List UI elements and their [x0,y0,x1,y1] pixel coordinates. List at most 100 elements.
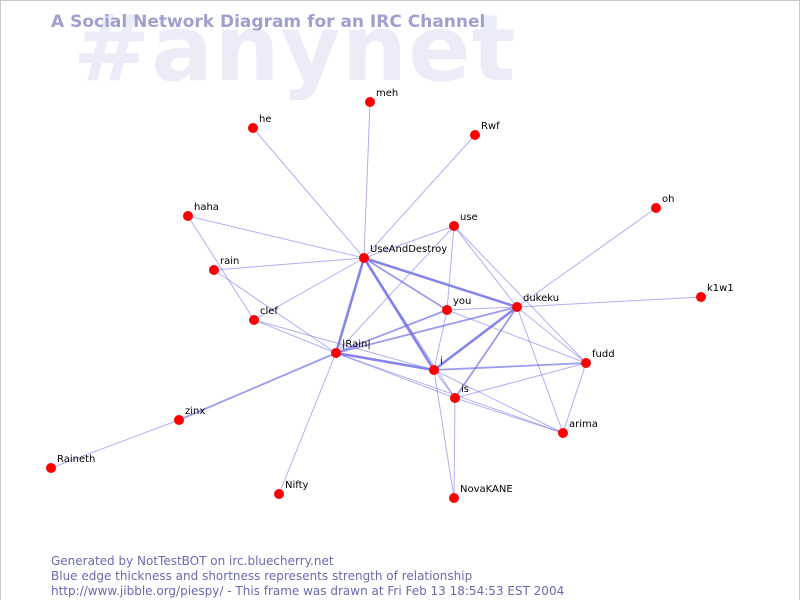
node-label: i [440,356,443,367]
node-is: is [450,384,469,403]
node-label: fudd [592,349,615,360]
node-meh: meh [365,88,398,107]
node-dot [248,123,258,133]
edge-meh-useanddestroy [363,101,371,259]
node-label: k1w1 [707,283,734,294]
node-dot [581,358,591,368]
node-dot [183,211,193,221]
node-zinx: zinx [174,406,205,425]
node-dot [696,292,706,302]
node-i: i [429,356,443,375]
node-label: oh [662,194,674,205]
node-k1w1: k1w1 [696,283,734,302]
node-you: you [442,296,471,315]
edge-you-fudd [446,309,587,364]
edge-dukeku-fudd [516,306,587,364]
node-dot [470,130,480,140]
node-dot [365,97,375,107]
node-label: meh [376,88,398,99]
node-dot [46,463,56,473]
node-raineth: Raineth [46,454,95,473]
node-nifty: Nifty [274,480,309,499]
footer-legend: Blue edge thickness and shortness repres… [51,569,473,583]
node-label: UseAndDestroy [370,244,447,255]
node-novakane: NovaKANE [449,484,513,503]
node-label: haha [194,202,219,213]
edge-you-i [433,309,448,371]
node-arima: arima [558,419,598,438]
node-dot [442,305,452,315]
edge-i-arima [433,369,564,434]
edge-clef-rain [253,319,337,354]
node-label: Nifty [285,480,309,491]
edge-you-dukeku [446,306,518,311]
node-rain: rain [209,256,239,275]
edge-rain-i [334,351,436,372]
edge-useanddestroy-rain [334,256,366,355]
node-dukeku: dukeku [512,293,559,312]
node-label: use [460,212,478,223]
edge-useanddestroy-dukeku [362,256,519,309]
node-label: NovaKANE [460,484,513,495]
footer: Generated by NotTestBOT on irc.bluecherr… [51,554,564,599]
footer-generated: Generated by NotTestBOT on irc.bluecherr… [51,554,334,568]
edge-rain-rain [213,269,337,354]
node-dot [450,393,460,403]
node-haha: haha [183,202,219,221]
node-dot [174,415,184,425]
node-label: Rwf [481,121,500,132]
node-dot [449,221,459,231]
edge-is-novakane [453,397,456,499]
node-label: rain [220,256,239,267]
node-dot [558,428,568,438]
node-dot [209,265,219,275]
edge-i-novakane [433,369,455,499]
node-dot [512,302,522,312]
edge-k1w1-dukeku [516,296,702,308]
node-clef: clef [249,306,278,325]
edge-he-useanddestroy [252,127,365,259]
channel-watermark: #anynet [73,0,517,102]
edge-use-you [446,225,455,311]
edge-fudd-arima [562,362,587,434]
node-use: use [449,212,478,231]
edge-rain-arima [335,352,564,434]
edge-rwf-useanddestroy [363,134,476,259]
node-label: |Rain| [342,339,371,350]
edge-useanddestroy-you [363,257,448,311]
edge-dukeku-is [454,306,518,399]
footer-credit: http://www.jibble.org/piespy/ - This fra… [51,584,565,598]
node-rain: |Rain| [331,339,371,358]
edge-dukeku-i [432,305,519,372]
node-label: Raineth [57,454,95,465]
edge-use-rain [335,225,455,354]
edge-oh-dukeku [516,207,657,308]
edge-useanddestroy-use [363,225,455,259]
edge-haha-clef [187,215,255,321]
edge-dukeku-arima [516,306,564,434]
node-dot [359,253,369,263]
edge-use-dukeku [453,225,518,308]
edge-clef-useanddestroy [253,257,365,321]
diagram-title: A Social Network Diagram for an IRC Chan… [51,12,486,32]
node-rwf: Rwf [470,121,500,140]
node-label: dukeku [523,293,559,304]
edge-i-fudd [433,362,587,371]
edge-is-arima [454,397,564,434]
edge-i-is [433,369,456,399]
node-fudd: fudd [581,349,615,368]
edge-zinx-raineth [50,419,180,469]
edges-layer [50,101,702,499]
node-useanddestroy: UseAndDestroy [359,244,447,263]
node-label: you [453,296,471,307]
edge-rain-nifty [278,352,337,495]
node-label: zinx [185,406,205,417]
node-dot [429,365,439,375]
node-dot [449,493,459,503]
edge-useanddestroy-is [363,257,456,399]
edge-you-rain [335,309,448,354]
node-he: he [248,114,272,133]
node-label: clef [260,306,278,317]
